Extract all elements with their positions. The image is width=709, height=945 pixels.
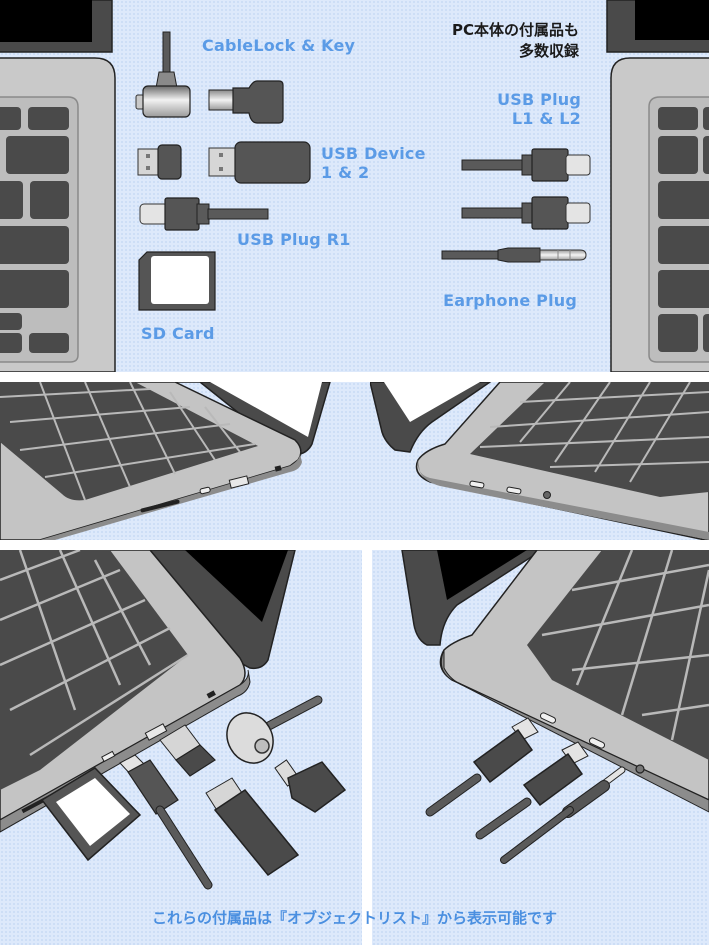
usb-plug-l1-icon bbox=[461, 148, 591, 182]
sd-card-icon bbox=[138, 251, 216, 311]
laptop-right-side-view bbox=[370, 382, 709, 540]
usb-plug-l-label-line-2: L1 & L2 bbox=[511, 109, 581, 128]
accessory-catalog-panel: PC本体の付属品も 多数収録 CableLock & Key bbox=[0, 0, 709, 372]
sd-card-slot bbox=[140, 499, 180, 513]
right-accessories-scene-panel bbox=[372, 550, 709, 945]
usb-plug-r1-label: USB Plug R1 bbox=[237, 230, 351, 249]
usb-device-label-line-1: USB Device bbox=[321, 144, 426, 163]
usb-plug-l2-icon bbox=[461, 196, 591, 230]
laptop-left-side-view bbox=[0, 382, 331, 540]
laptop-right-corner-with-plugs bbox=[401, 550, 709, 864]
laptop-left-corner-with-accessories bbox=[0, 550, 347, 890]
usb-plug-l1-3d bbox=[425, 717, 539, 817]
earphone-plug-icon bbox=[441, 247, 587, 263]
sd-card-label: SD Card bbox=[141, 324, 215, 343]
headline-line-1: PC本体の付属品も bbox=[451, 21, 579, 39]
usb-plug-l2-3d bbox=[475, 741, 589, 840]
left-accessories-scene-panel bbox=[0, 550, 362, 945]
usb-plug-l-label: USB Plug L1 & L2 bbox=[497, 90, 581, 128]
usb-device-2-3d bbox=[205, 777, 300, 877]
usb-plug-l-label-line-1: USB Plug bbox=[497, 90, 581, 109]
key-icon bbox=[208, 80, 284, 124]
caption: これらの付属品は『オブジェクトリスト』から表示可能です bbox=[151, 909, 557, 927]
cable-lock-3d bbox=[226, 695, 323, 764]
usb-device-label-line-2: 1 & 2 bbox=[321, 163, 370, 182]
laptop-top-view-right bbox=[606, 0, 709, 372]
usb-device-label: USB Device 1 & 2 bbox=[321, 144, 426, 182]
key-3d bbox=[274, 759, 347, 813]
headline: PC本体の付属品も 多数収録 bbox=[452, 20, 579, 62]
usb-device-1-3d bbox=[159, 724, 216, 777]
earphone-plug-3d bbox=[500, 766, 626, 864]
earphone-plug-label: Earphone Plug bbox=[443, 291, 577, 310]
usb-device-2-icon bbox=[208, 141, 311, 184]
usb-plug-r1-3d bbox=[119, 754, 213, 890]
usb-plug-r1-icon bbox=[139, 197, 269, 231]
sd-card-3d bbox=[40, 767, 142, 862]
cable-lock-icon bbox=[135, 31, 191, 118]
usb-device-1-icon bbox=[137, 144, 182, 180]
cable-lock-label: CableLock & Key bbox=[202, 36, 356, 55]
laptop-top-view-left bbox=[0, 0, 116, 372]
headline-line-2: 多数収録 bbox=[518, 42, 579, 60]
ports-side-view-panel bbox=[0, 382, 709, 540]
